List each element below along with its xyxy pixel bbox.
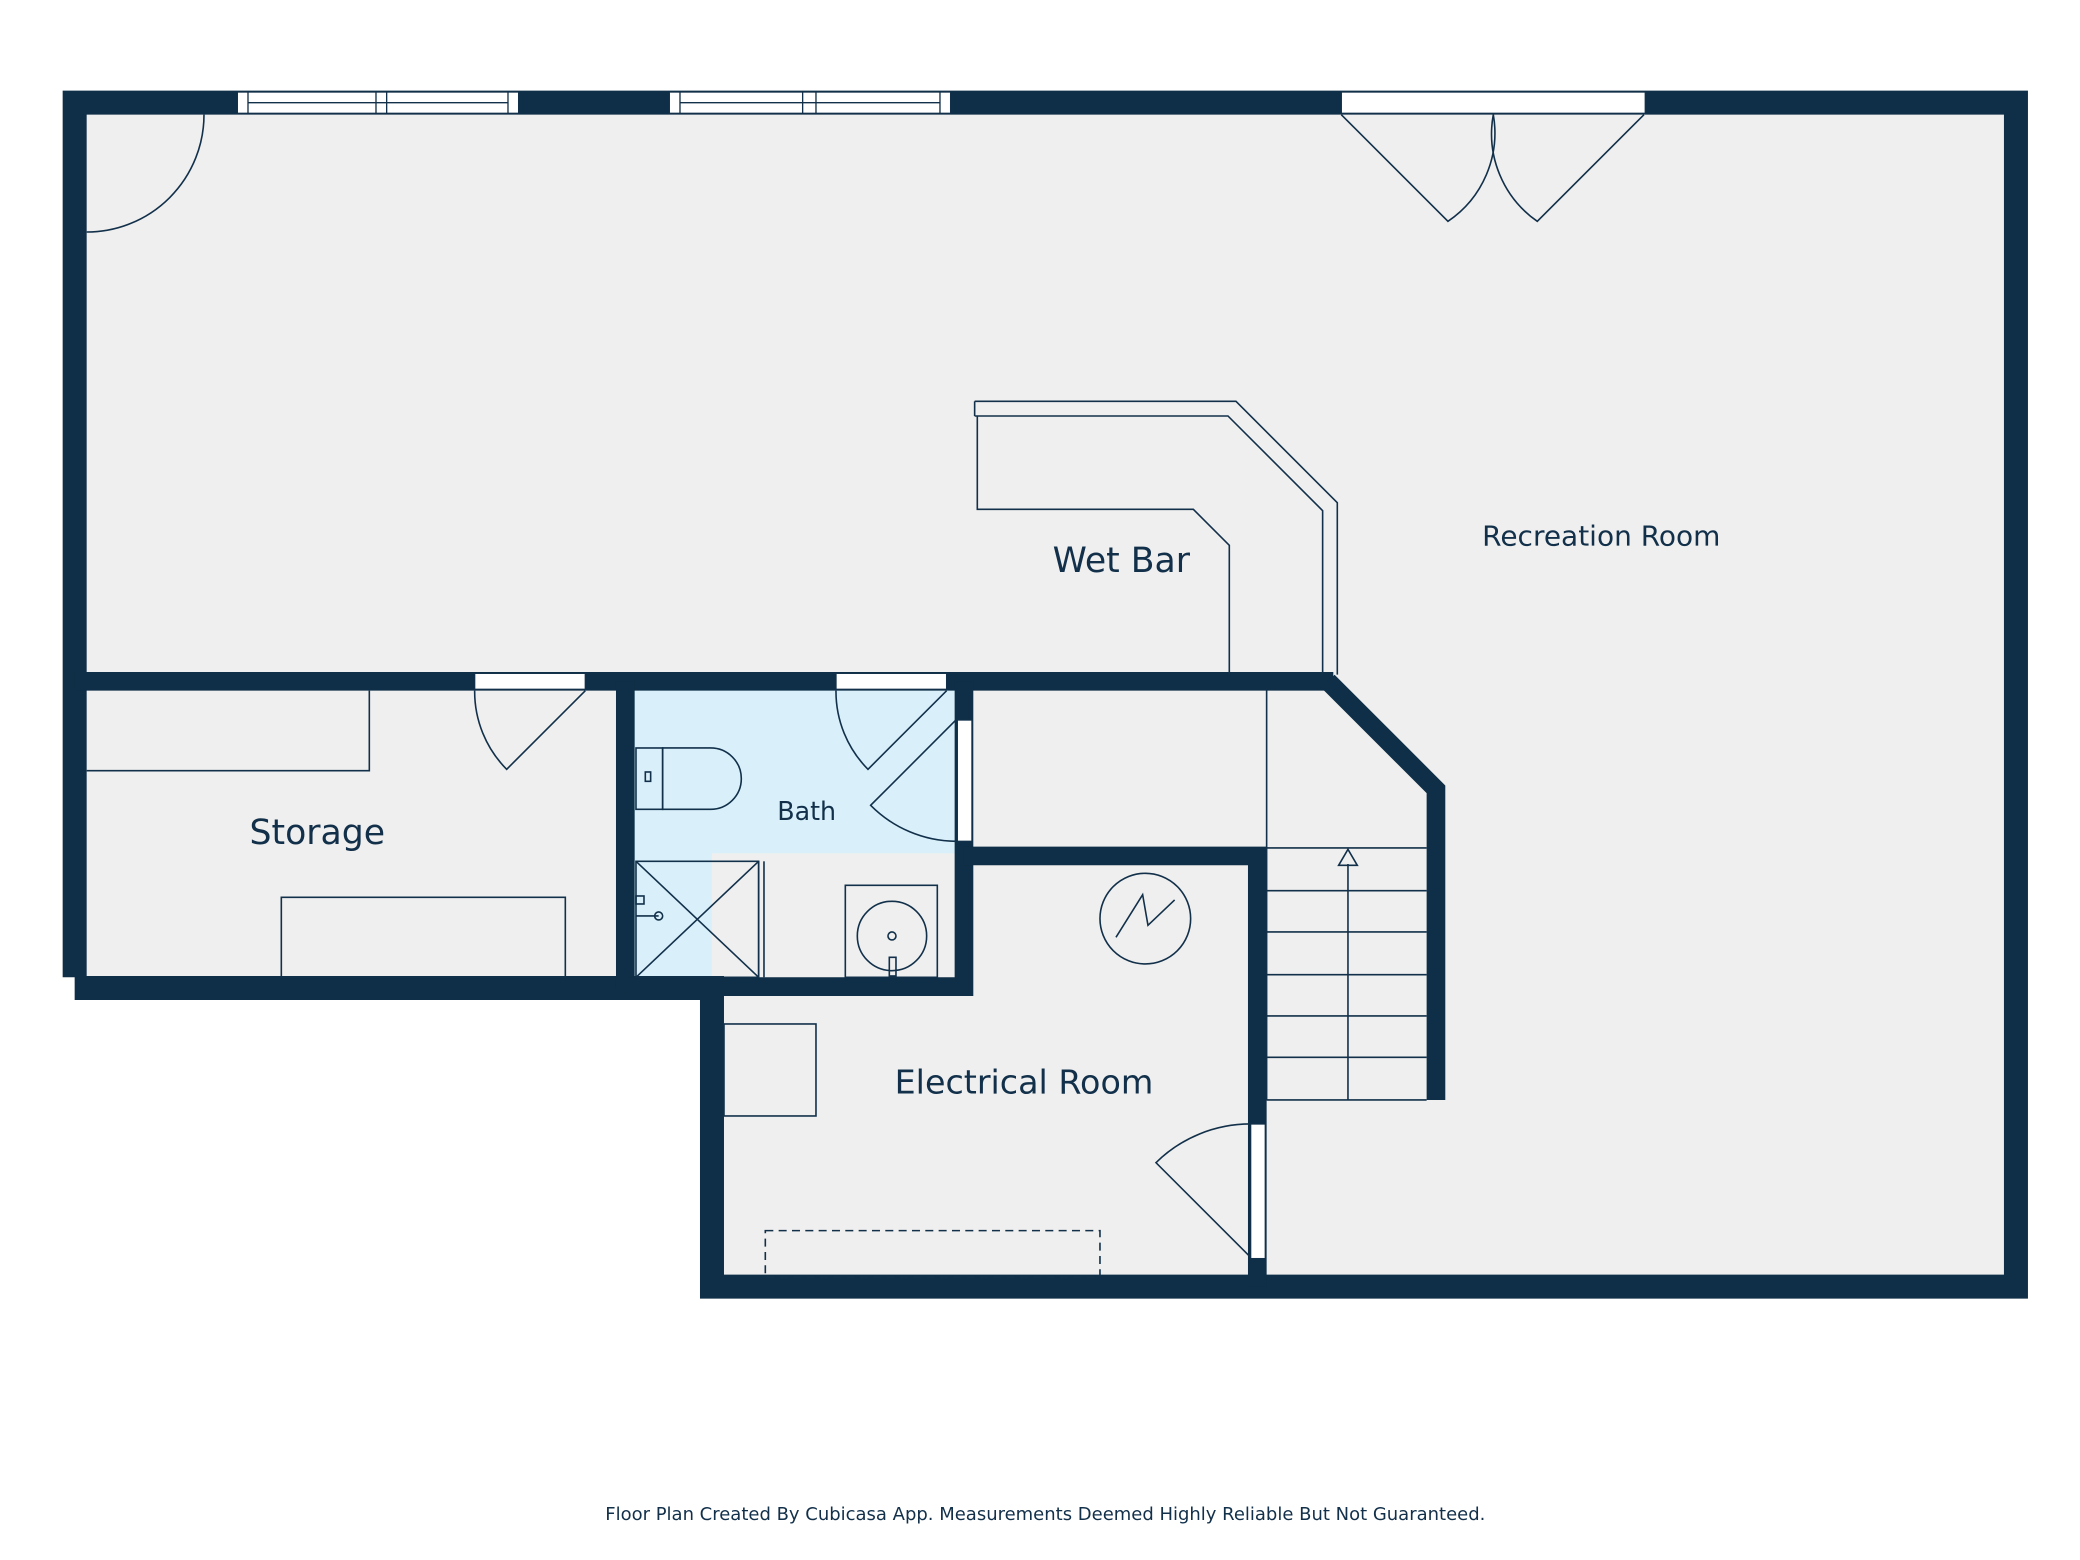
electrical-panel	[723, 1023, 817, 1117]
floor-furnace-outline	[764, 1229, 1101, 1279]
electrical-fixtures	[723, 872, 1192, 1279]
bath-side-door-swing	[869, 719, 957, 843]
patio-door-opening	[1340, 91, 1646, 114]
electrical-room-label: Electrical Room	[895, 1062, 1154, 1101]
bath-label: Bath	[777, 796, 836, 826]
bar-cabinet	[976, 415, 1231, 675]
sink-vanity	[844, 884, 939, 979]
sink-bowl	[856, 900, 928, 972]
water-heater	[1099, 872, 1192, 965]
storage-door-opening	[473, 672, 586, 690]
stairs	[1265, 687, 1427, 1101]
storage-shelf	[86, 690, 371, 772]
wall-stair-angle	[1321, 674, 1446, 1100]
storage-floor	[74, 687, 627, 987]
bar-outer-edge	[974, 400, 1339, 675]
bar-inner-edge	[974, 415, 1324, 675]
storage-cabinet	[280, 896, 567, 979]
window-mullions	[247, 91, 941, 114]
wet-bar-label: Wet Bar	[1053, 541, 1191, 581]
electrical-door-swing	[1154, 1123, 1252, 1258]
bath-door-swing	[835, 690, 948, 771]
floors	[74, 102, 2016, 1287]
stair-area-floor	[962, 687, 1339, 851]
storage-label: Storage	[250, 813, 386, 853]
recreation-room-label: Recreation Room	[1482, 519, 1720, 552]
footer-disclaimer: Floor Plan Created By Cubicasa App. Meas…	[605, 1504, 1485, 1525]
walls	[62, 90, 2028, 1299]
toilet-bowl	[661, 747, 743, 811]
entry-door-swing	[86, 114, 205, 233]
patio-door-right	[1490, 114, 1645, 223]
east-floor	[1258, 687, 2016, 1287]
electrical-room-floor	[711, 853, 1259, 1287]
door-swings	[86, 114, 1645, 1258]
patio-door-left	[1340, 114, 1496, 223]
electrical-door-opening	[1249, 1123, 1266, 1260]
recreation-room-floor	[74, 102, 2016, 688]
storage-door-swing	[473, 690, 586, 771]
storage-fixtures	[86, 690, 567, 979]
bath-door-opening	[835, 672, 948, 690]
wet-bar-counter	[973, 400, 1339, 675]
bath-fixtures	[635, 747, 939, 979]
bath-side-door-opening	[956, 719, 973, 842]
room-labels: Recreation Room Wet Bar Storage Bath Ele…	[250, 519, 1721, 1101]
